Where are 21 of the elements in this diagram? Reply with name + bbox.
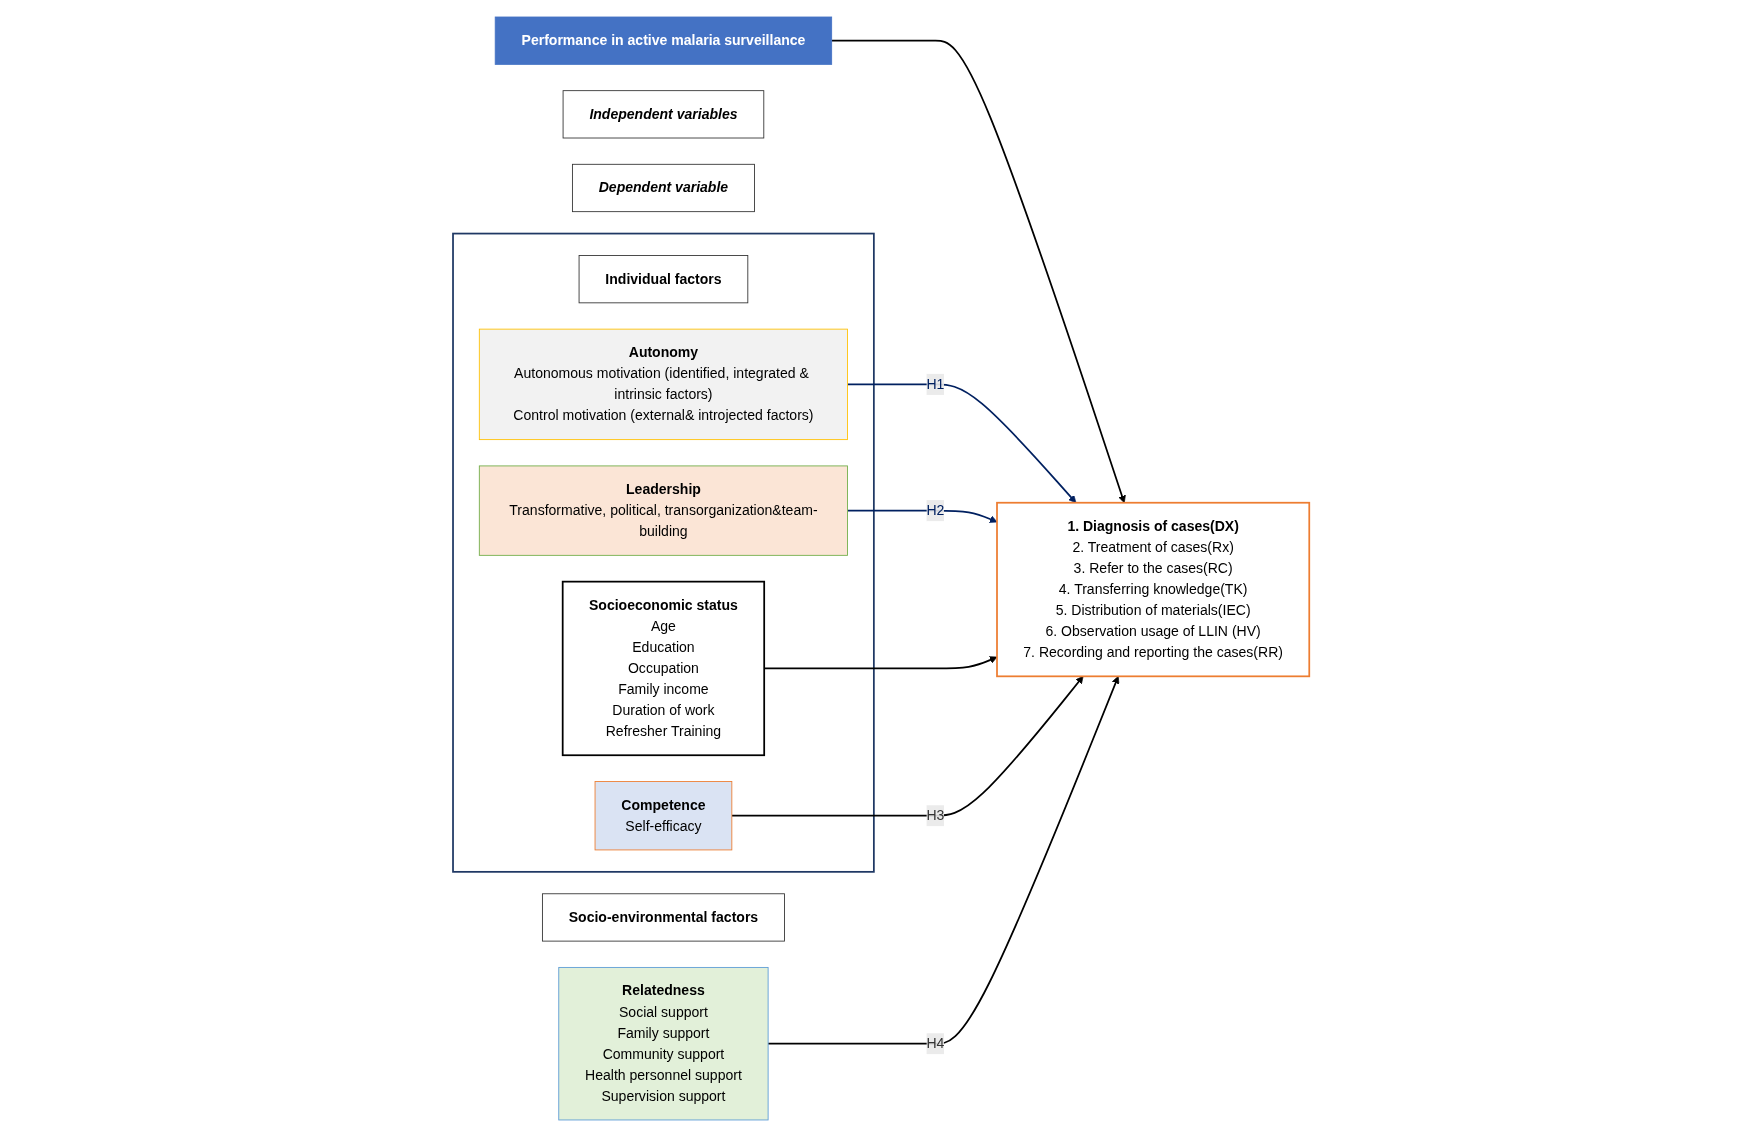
node-box: Leadership Transformative, political, transorganization&team-building xyxy=(479,465,849,556)
cluster xyxy=(452,232,876,873)
node-box: Autonomy Autonomous motivation (identified, integrated & intrinsic factors) Control motivation (external& introjected factors) xyxy=(479,328,849,441)
arrow xyxy=(731,676,1084,817)
arrow xyxy=(847,383,1077,504)
edge-label: H4 xyxy=(926,1035,945,1051)
arrow xyxy=(831,39,1127,504)
node-box: Dependent variable xyxy=(572,163,756,213)
node-box: Relatedness Social support Family support Community support Health personnel support Supervision support xyxy=(558,966,769,1121)
node-box: Independent variables xyxy=(563,90,765,139)
node-box: 1. Diagnosis of cases(DX) 2. Treatment of cases(Rx) 3. Refer to the cases(RC) 4. Transferring knowledge(TK) 5. Distribution of materials(IEC) 6. Observation usage of LLIN (HV) 7. Recording and reporting the cases(RR) xyxy=(996,501,1311,678)
node-box: Individual factors xyxy=(578,255,749,304)
node-box: Performance in active malaria surveillance xyxy=(495,16,833,65)
node-box: Socioeconomic status Age Education Occupation Family income Duration of work Refresher Training xyxy=(562,580,766,757)
arrow xyxy=(767,676,1120,1045)
edge-label: H3 xyxy=(926,807,945,823)
arrow xyxy=(847,509,998,523)
edge-label: H2 xyxy=(926,502,945,518)
edge-label: H1 xyxy=(926,376,945,392)
node-box: Competence Self-efficacy xyxy=(594,781,733,851)
node-box: Socio-environmental factors xyxy=(542,893,786,942)
